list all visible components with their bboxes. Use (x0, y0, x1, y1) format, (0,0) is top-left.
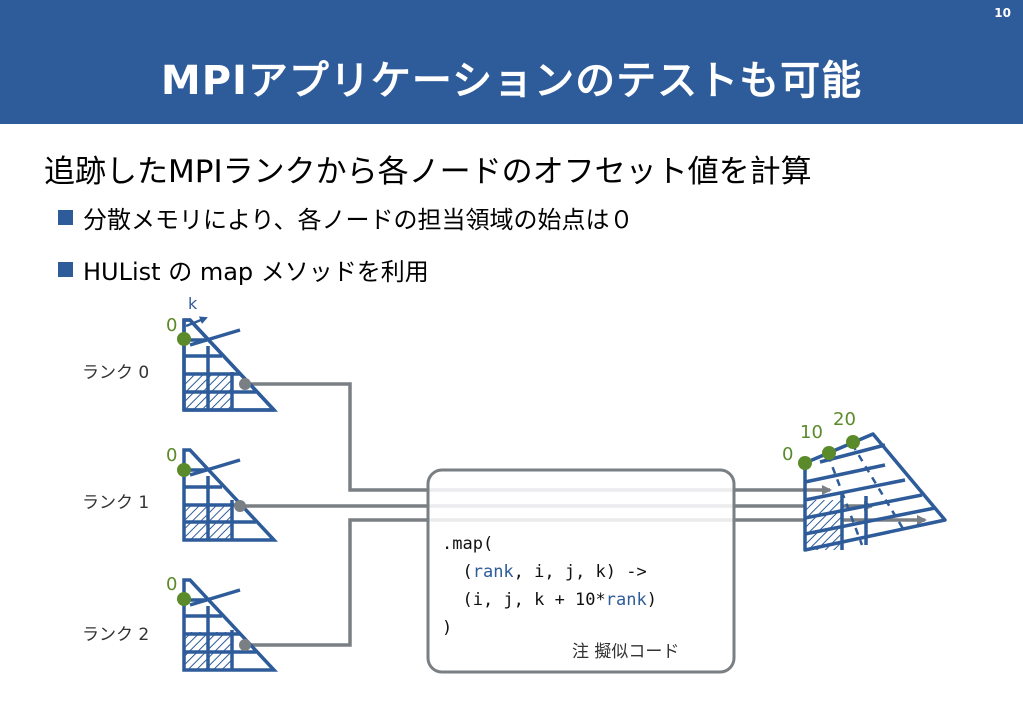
pseudo-code-note: 注 擬似コード (572, 642, 679, 662)
slide-number: 10 (994, 6, 1011, 20)
rank-0-label: ランク 0 (82, 363, 149, 383)
bullet-text: 分散メモリにより、各ノードの担当領域の始点は０ (83, 206, 634, 234)
k-axis-label: k (188, 294, 198, 313)
code-line-2: (rank, i, j, k) -> (442, 562, 647, 582)
bullet-item: 分散メモリにより、各ノードの担当領域の始点は０ (58, 200, 634, 235)
origin-dot (177, 463, 191, 477)
k-axis-arrow-icon (185, 316, 208, 328)
rank-1-label: ランク 1 (82, 493, 149, 513)
origin-dot (177, 592, 191, 606)
target-dot-20 (846, 435, 860, 449)
rank-2-offset: 0 (166, 574, 177, 595)
rank-2-label: ランク 2 (82, 625, 149, 645)
origin-dot (177, 332, 191, 346)
target-offset-20: 20 (833, 409, 856, 430)
target-dot-10 (822, 446, 836, 460)
connector-start-dot (234, 500, 246, 512)
bullet-square-icon (58, 210, 73, 225)
code-line-3: (i, j, k + 10*rank) (442, 590, 657, 610)
rank-2-grid (177, 578, 279, 672)
rank-1-offset: 0 (166, 445, 177, 466)
code-box: .map( (rank, i, j, k) -> (i, j, k + 10*r… (426, 468, 736, 674)
connector-start-dot (239, 639, 251, 651)
lead-text: 追跡したMPIランクから各ノードのオフセット値を計算 (44, 154, 812, 190)
rank-1-grid (177, 448, 279, 542)
title-bar: 10 MPIアプリケーションのテストも可能 (0, 0, 1023, 124)
code-line-1: .map( (442, 534, 493, 554)
connector-start-dot (239, 378, 251, 390)
bullet-item: HUList の map メソッドを利用 (58, 252, 429, 287)
bullet-square-icon (58, 262, 73, 277)
bullet-text: HUList の map メソッドを利用 (83, 258, 429, 286)
code-line-4: ) (442, 618, 452, 638)
target-dot-0 (798, 456, 812, 470)
target-offset-0: 0 (782, 444, 793, 465)
rank-0-grid (177, 318, 279, 412)
slide-title: MPIアプリケーションのテストも可能 (160, 58, 863, 104)
combined-grid: 0 10 20 (782, 409, 947, 552)
rank-0-offset: 0 (166, 315, 177, 336)
target-offset-10: 10 (800, 422, 823, 443)
